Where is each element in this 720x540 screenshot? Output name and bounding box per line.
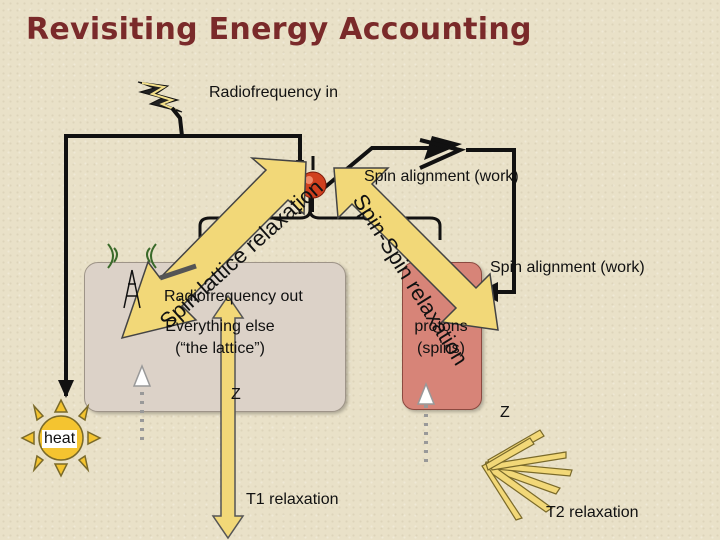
lattice-label-line1: Everything else (165, 318, 275, 335)
page-title: Revisiting Energy Accounting (26, 12, 532, 47)
z-right-label: Z (500, 404, 510, 421)
t2-label: T2 relaxation (546, 504, 639, 521)
spin-alignment-right-label: Spin alignment (work) (490, 259, 645, 276)
t1-label: T1 relaxation (246, 491, 339, 508)
spin-lattice-arrow (120, 157, 307, 340)
rf-in-label: Radiofrequency in (209, 84, 338, 101)
heat-label: heat (42, 430, 78, 448)
z-arrow-right (416, 381, 436, 462)
lightning-icon (137, 81, 183, 113)
t2-fan-icon (481, 429, 573, 521)
protons-label-line1: protons (414, 318, 468, 335)
spin-spin-arrow (333, 167, 499, 331)
z-arrow-left (132, 363, 152, 440)
lattice-label-line2: (“the lattice”) (175, 340, 265, 357)
antenna-icon (107, 243, 197, 309)
rf-out-label: Radiofrequency out (164, 288, 303, 305)
t1-double-arrow (211, 294, 245, 540)
protons-label-line2: (spins) (416, 340, 465, 357)
z-left-label: Z (231, 386, 241, 403)
spin-alignment-top-label: Spin alignment (work) (364, 168, 519, 185)
